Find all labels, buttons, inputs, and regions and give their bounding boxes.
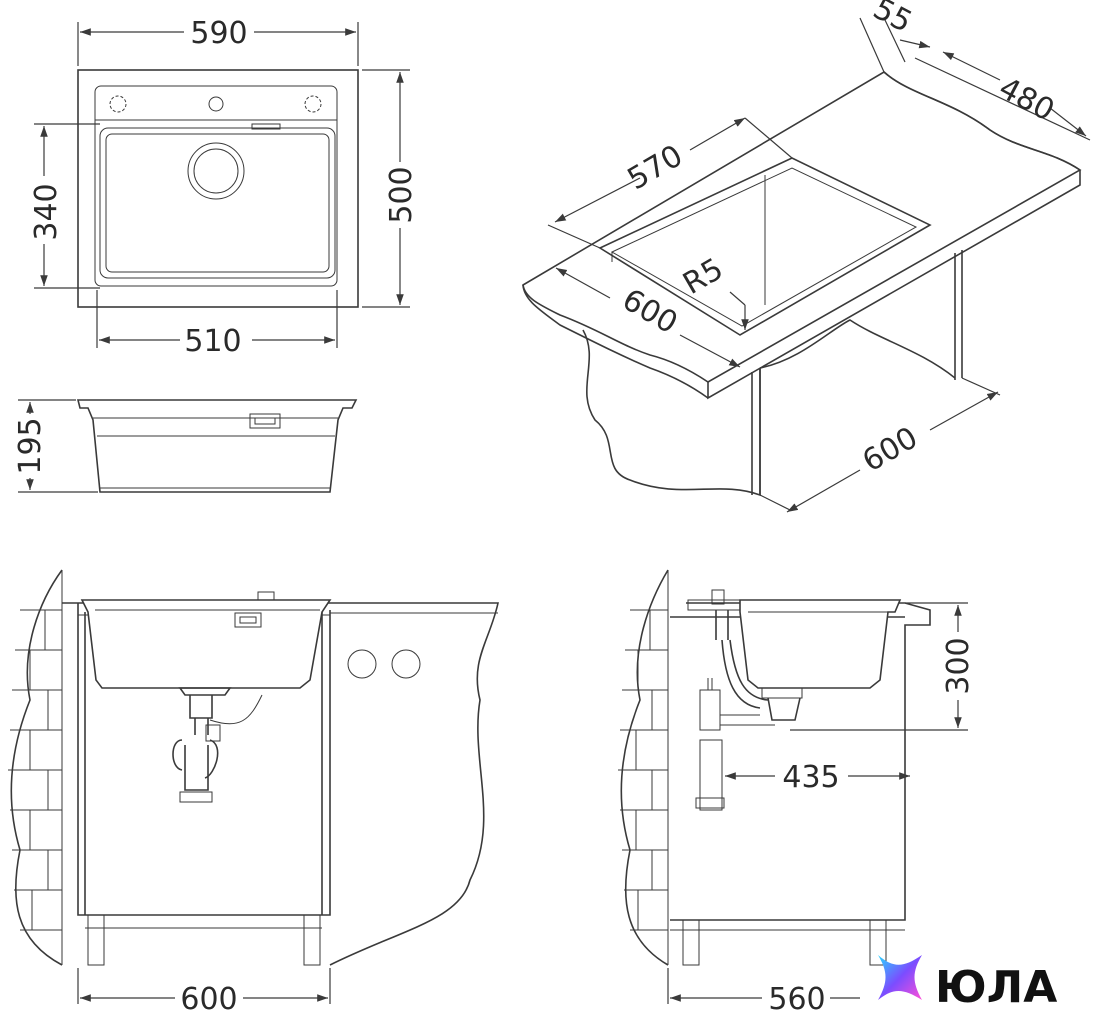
countertop-front <box>62 602 499 966</box>
dim-435: 435 <box>782 760 839 795</box>
side-install-view: 300 435 560 <box>618 569 976 1012</box>
tap-hole-right <box>304 95 322 113</box>
drain-outer <box>187 142 245 200</box>
dim-340: 340 <box>29 183 64 240</box>
brand-logo: ЮЛА <box>878 955 1057 1012</box>
dim-570: 570 <box>622 138 689 197</box>
countertop <box>522 71 1082 383</box>
brand-star-icon <box>878 955 922 1000</box>
wall-edge-side <box>620 569 669 966</box>
dim-300: 300 <box>941 637 976 694</box>
tap-hole-center <box>208 96 224 112</box>
dim-590: 590 <box>190 16 247 51</box>
sink-front <box>80 599 332 689</box>
dim-500: 500 <box>384 166 419 223</box>
bowl-opening <box>598 157 932 336</box>
dim-195: 195 <box>13 417 48 474</box>
dim-600-cabinet: 600 <box>857 420 924 479</box>
top-view: 590 500 340 510 <box>29 16 419 359</box>
sink-side <box>739 599 902 689</box>
dim-510: 510 <box>184 324 241 359</box>
dim-480: 480 <box>993 71 1060 129</box>
front-install-view: 600 <box>8 569 499 1012</box>
side-view: 195 <box>13 399 358 493</box>
isometric-view: 55 480 570 600 R5 600 <box>522 0 1091 513</box>
sink-profile <box>76 399 358 493</box>
brand-name: ЮЛА <box>935 962 1057 1012</box>
socket-left <box>347 649 377 679</box>
dim-55: 55 <box>867 0 917 40</box>
drain-basket <box>178 687 232 696</box>
drain-inner <box>193 148 239 194</box>
socket-right <box>391 649 421 679</box>
cabinet-front <box>582 329 761 497</box>
bowl-outline <box>99 127 336 279</box>
tap-hole-left <box>109 95 127 113</box>
dim-600-front: 600 <box>180 982 237 1012</box>
sink-outline <box>77 69 359 308</box>
dim-560: 560 <box>768 982 825 1012</box>
wall-edge <box>10 569 63 966</box>
drain-basket-side <box>761 687 803 699</box>
